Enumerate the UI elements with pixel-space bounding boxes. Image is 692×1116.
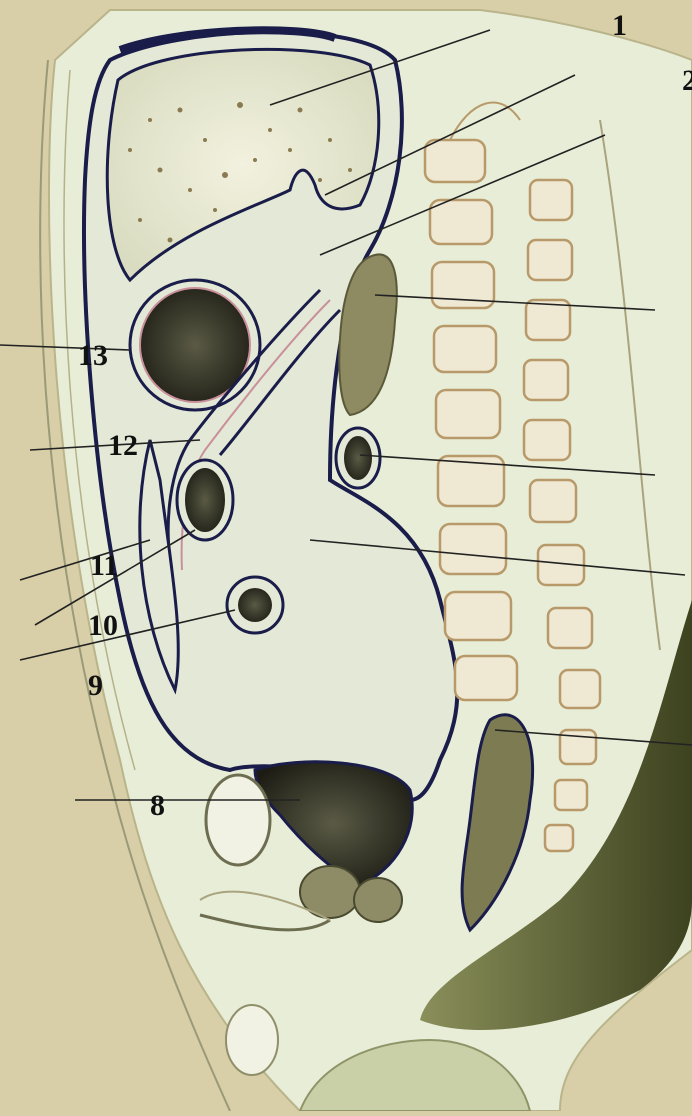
label-12: 12 (108, 429, 138, 462)
label-13: 13 (78, 339, 108, 372)
testis (226, 1005, 278, 1075)
label-8: 8 (150, 789, 165, 822)
label-11: 11 (90, 549, 118, 582)
transverse-colon (185, 468, 225, 532)
pubic-symphysis (206, 775, 270, 865)
label-1: 1 (612, 9, 627, 42)
duodenum (344, 436, 372, 480)
seminal-vesicle (354, 878, 402, 922)
label-2: 2 (682, 64, 692, 97)
label-10: 10 (88, 609, 118, 642)
label-9: 9 (88, 669, 103, 702)
small-intestine (238, 588, 272, 622)
